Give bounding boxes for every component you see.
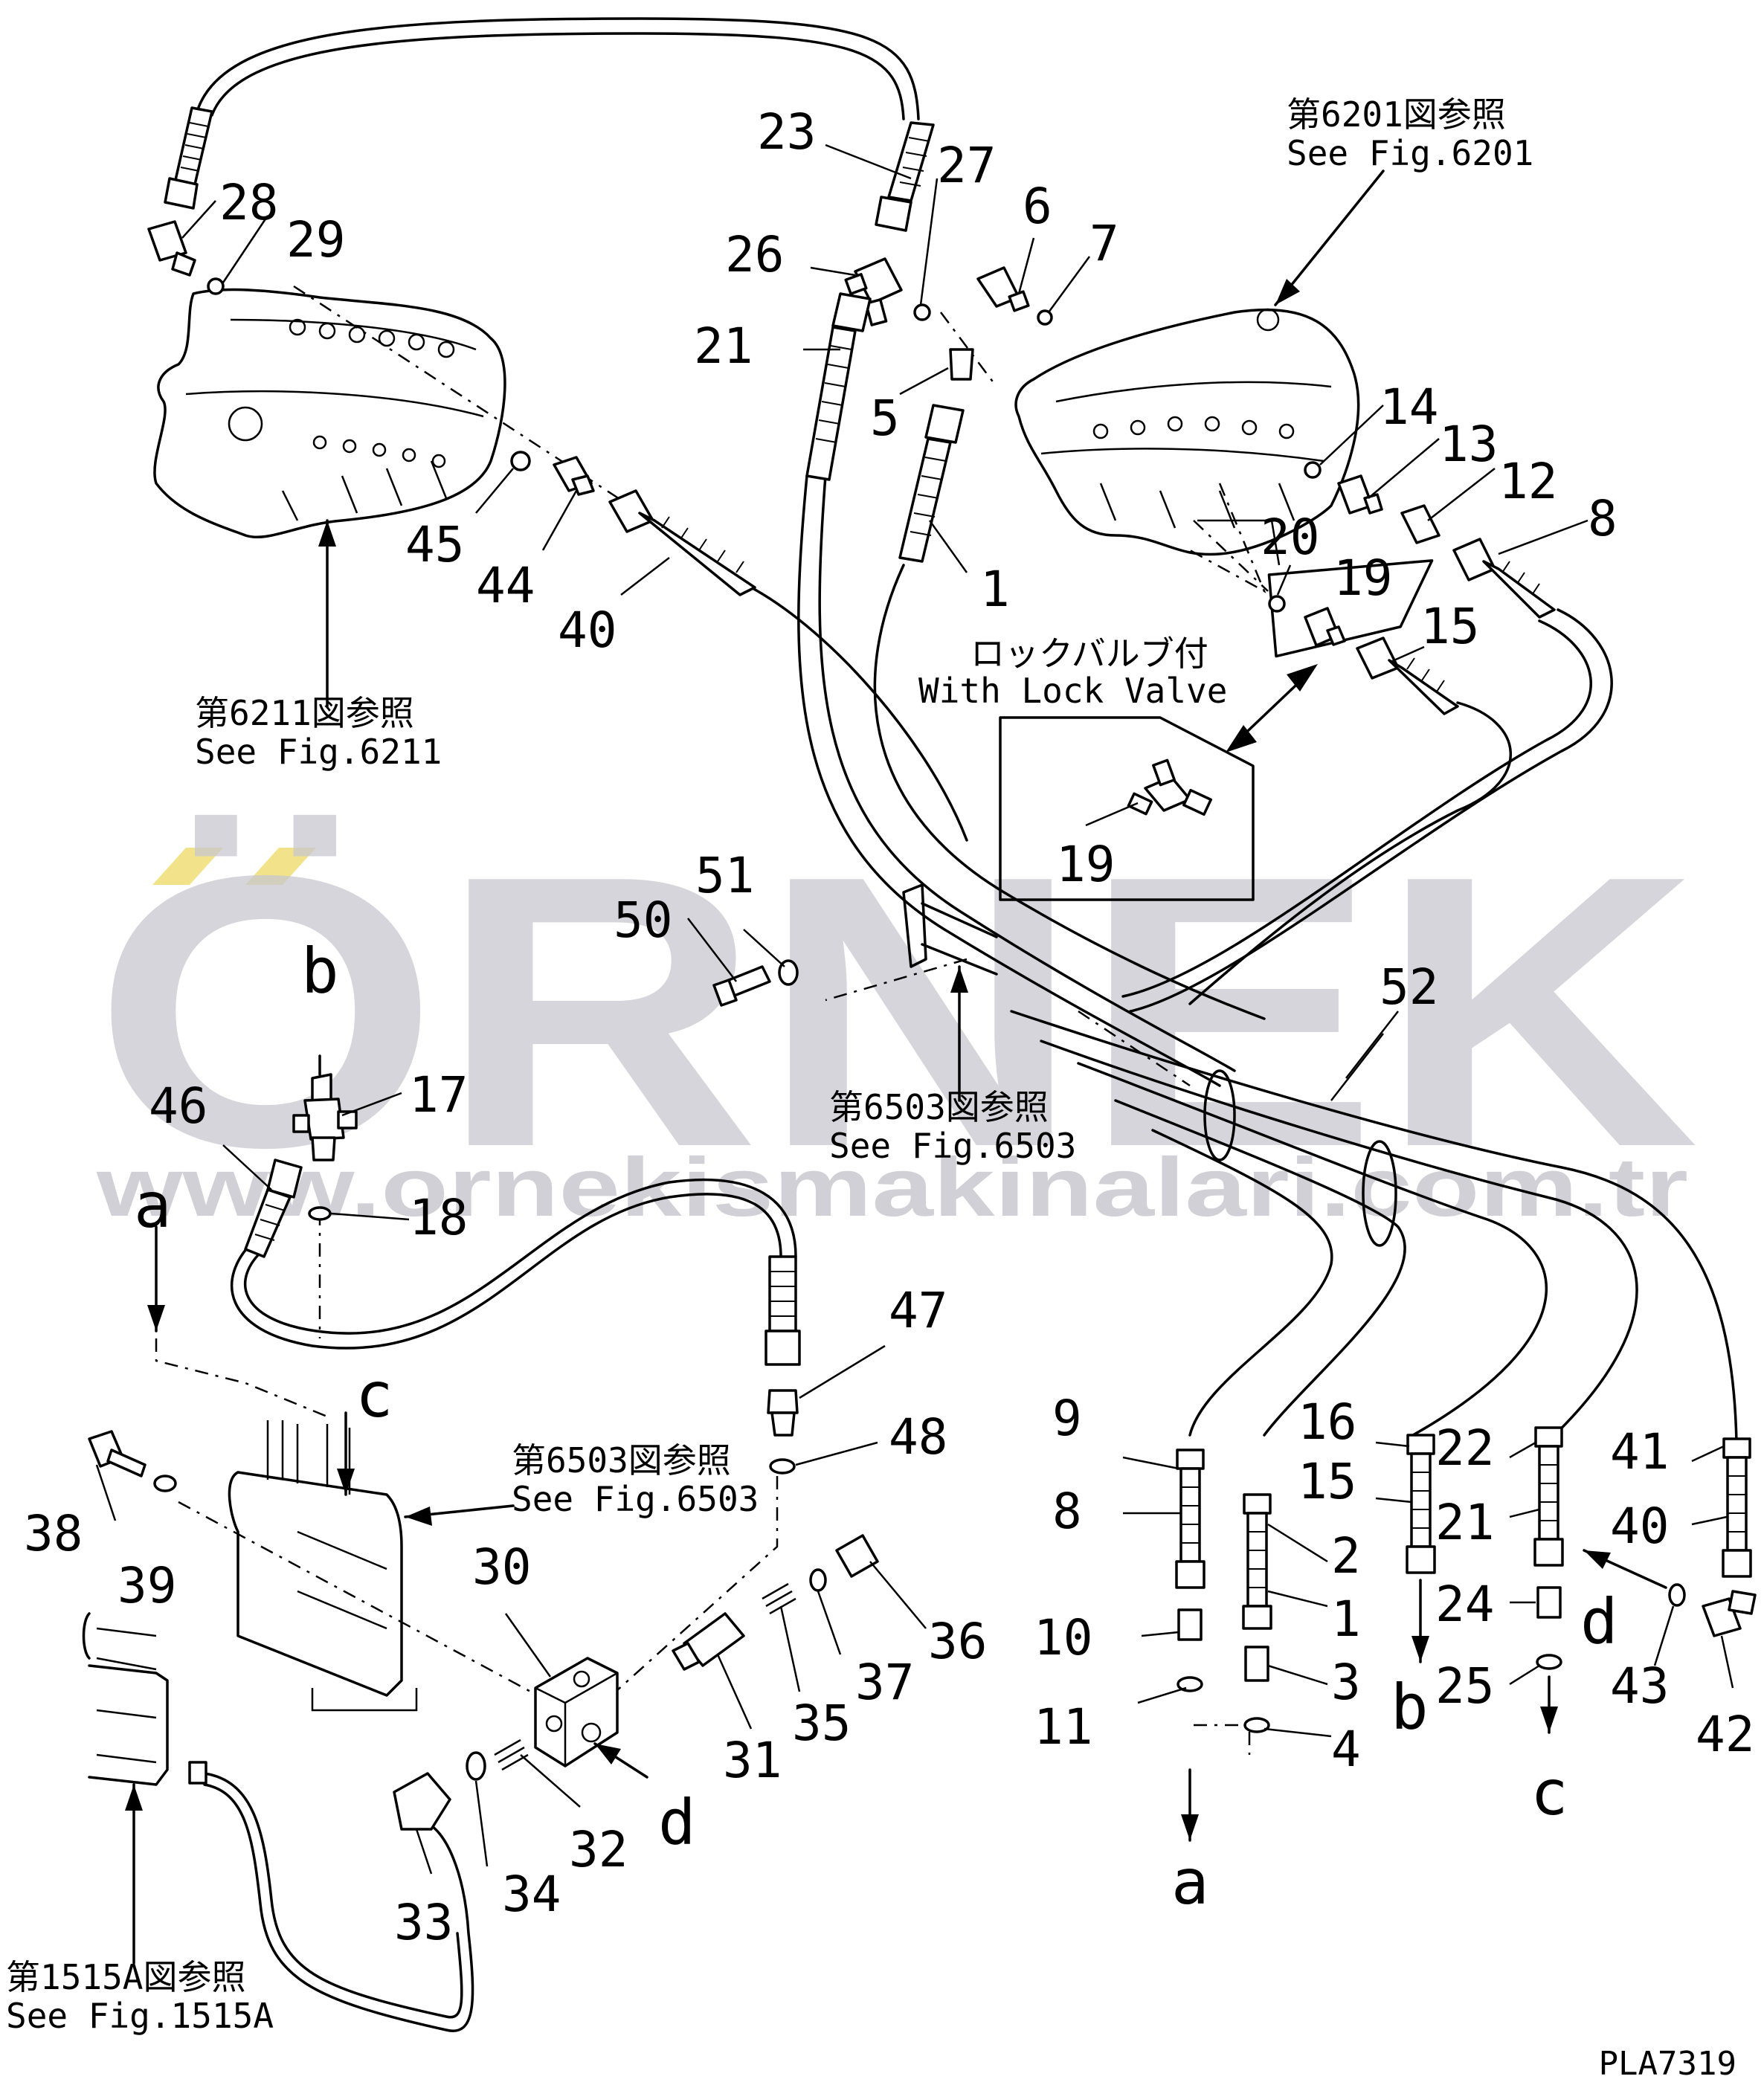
ref-fig6211-jp: 第6211図参照 <box>195 693 414 733</box>
lock-valve-jp: ロックバルブ付 <box>970 634 1208 674</box>
label-part-19-top: 19 <box>1333 550 1392 607</box>
label-part-25: 25 <box>1435 1657 1494 1715</box>
label-part-4: 4 <box>1331 1721 1361 1778</box>
lock-valve-en: With Lock Valve <box>918 671 1227 711</box>
ref-fig6503-jp-lower: 第6503図参照 <box>512 1440 731 1480</box>
label-part-41: 41 <box>1610 1423 1669 1480</box>
label-part-15-top: 15 <box>1420 598 1479 655</box>
label-part-23: 23 <box>757 103 816 161</box>
valve-block-30 <box>534 1657 619 1767</box>
label-part-16: 16 <box>1298 1393 1356 1451</box>
part-number-labels: 23 27 6 7 26 21 5 1 28 29 45 44 40 14 13… <box>24 103 1754 1951</box>
watermark-url: www.ornekismakinalari.com.tr <box>96 1141 1688 1234</box>
label-part-6: 6 <box>1023 178 1052 235</box>
label-part-37: 37 <box>855 1654 914 1711</box>
label-part-13: 13 <box>1439 416 1498 473</box>
label-part-27: 27 <box>937 137 996 194</box>
label-part-9: 9 <box>1052 1390 1082 1447</box>
letter-d-right: d <box>1580 1585 1618 1658</box>
watermark-brand: ÖRNEK <box>93 796 1699 1228</box>
watermark-accent-left <box>152 848 223 885</box>
ref-fig6201-jp: 第6201図参照 <box>1287 94 1506 135</box>
label-part-24: 24 <box>1435 1576 1494 1633</box>
fittings <box>88 106 1757 1831</box>
label-part-46: 46 <box>149 1077 207 1135</box>
label-part-48: 48 <box>889 1408 947 1466</box>
label-part-1-top: 1 <box>980 561 1010 618</box>
ref-fig1515a-jp: 第1515A図参照 <box>6 1957 245 1997</box>
label-part-52: 52 <box>1380 958 1438 1016</box>
label-part-28: 28 <box>219 174 278 231</box>
letter-c-right: c <box>1530 1756 1568 1829</box>
label-part-44: 44 <box>476 557 535 614</box>
watermark-accent-right <box>245 848 316 885</box>
lock-valve-inset <box>999 519 1434 901</box>
leader-lines <box>95 144 1734 1965</box>
ref-fig6503-en-upper: See Fig.6503 <box>829 1126 1076 1166</box>
label-part-33: 33 <box>394 1894 453 1951</box>
label-part-51: 51 <box>695 847 754 904</box>
label-part-12: 12 <box>1499 453 1557 510</box>
label-part-47: 47 <box>889 1282 947 1339</box>
label-part-22: 22 <box>1435 1419 1494 1477</box>
label-part-42: 42 <box>1696 1706 1754 1763</box>
label-part-10: 10 <box>1034 1609 1092 1666</box>
label-part-32: 32 <box>569 1821 628 1878</box>
label-part-3: 3 <box>1331 1654 1361 1711</box>
label-part-17: 17 <box>409 1066 468 1124</box>
label-part-34: 34 <box>502 1866 561 1923</box>
label-part-14: 14 <box>1380 378 1438 436</box>
control-valve-left <box>153 288 506 539</box>
hose-lines <box>196 17 1738 2032</box>
label-part-45: 45 <box>405 516 464 573</box>
label-part-8: 8 <box>1052 1483 1082 1540</box>
label-part-39: 39 <box>118 1557 176 1614</box>
label-part-18: 18 <box>409 1189 468 1246</box>
letter-d-left: d <box>658 1786 696 1859</box>
label-part-2: 2 <box>1331 1527 1361 1585</box>
label-part-1: 1 <box>1331 1591 1361 1648</box>
label-part-11: 11 <box>1034 1698 1092 1756</box>
letter-c-left: c <box>355 1359 393 1431</box>
letter-b-right: b <box>1391 1671 1429 1744</box>
reference-callouts: 第6201図参照 See Fig.6201 第6211図参照 See Fig.6… <box>6 94 1533 2036</box>
label-part-35: 35 <box>792 1695 851 1752</box>
label-part-36: 36 <box>928 1613 987 1670</box>
label-part-38: 38 <box>24 1505 83 1562</box>
label-part-40: 40 <box>1610 1498 1669 1555</box>
letter-b-left: b <box>301 935 339 1008</box>
control-valve-right <box>1014 308 1360 556</box>
ref-fig6201-en: See Fig.6201 <box>1287 133 1533 173</box>
ref-fig6503-jp-upper: 第6503図参照 <box>829 1087 1049 1127</box>
ref-fig6503-en-lower: See Fig.6503 <box>512 1479 759 1519</box>
label-part-20: 20 <box>1261 509 1319 566</box>
connection-letters: a b c d a b c d <box>134 935 1618 1918</box>
label-part-15: 15 <box>1298 1453 1356 1510</box>
label-part-26: 26 <box>725 226 784 283</box>
label-part-21: 21 <box>1435 1494 1494 1551</box>
label-part-30: 30 <box>472 1538 531 1596</box>
letter-a-right: a <box>1171 1846 1209 1918</box>
ref-fig6211-en: See Fig.6211 <box>195 732 442 772</box>
bracket-left <box>82 1420 418 1786</box>
watermark: ÖRNEK www.ornekismakinalari.com.tr <box>93 796 1699 1234</box>
label-part-19-inset: 19 <box>1056 836 1115 893</box>
label-part-7: 7 <box>1089 215 1119 272</box>
label-part-43: 43 <box>1610 1657 1669 1715</box>
letter-a-left: a <box>134 1169 172 1242</box>
label-part-5: 5 <box>870 390 900 447</box>
label-part-8-top: 8 <box>1588 490 1617 547</box>
label-part-21-top: 21 <box>694 318 753 375</box>
ref-fig1515a-en: See Fig.1515A <box>6 1996 274 2036</box>
label-part-31: 31 <box>723 1732 782 1789</box>
label-part-40-top: 40 <box>558 602 617 659</box>
label-part-50: 50 <box>614 892 672 949</box>
label-part-29: 29 <box>286 211 345 268</box>
drawing-code: PLA7319 <box>1599 2045 1736 2083</box>
